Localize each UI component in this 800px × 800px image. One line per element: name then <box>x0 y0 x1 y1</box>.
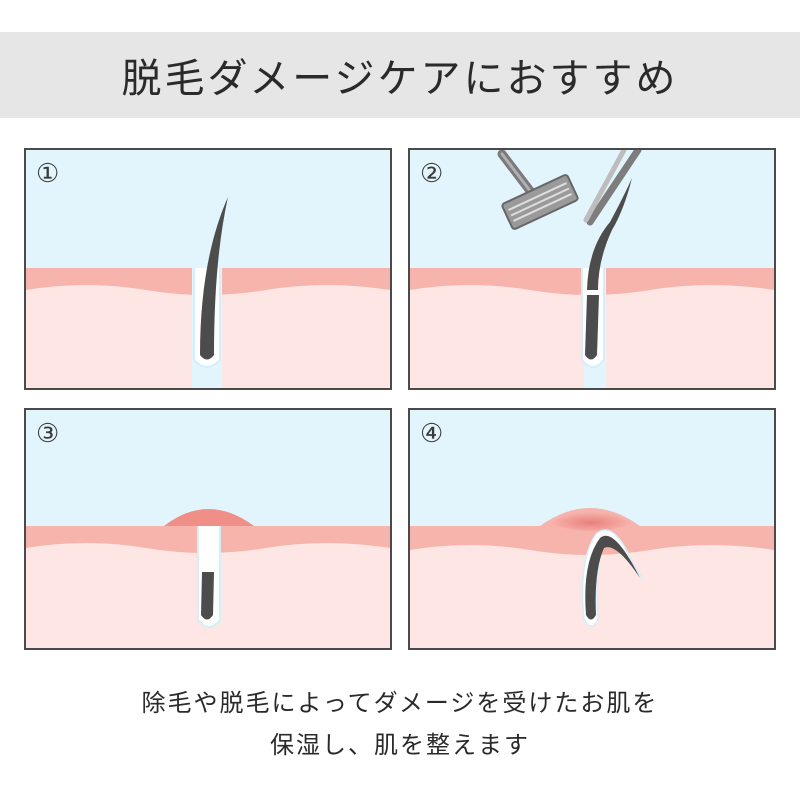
hair-strand <box>200 197 228 360</box>
panel-1-illustration: ① <box>26 159 390 388</box>
panel-1-healthy-hair: ① <box>24 148 392 390</box>
panel-number: ③ <box>36 419 59 449</box>
razor-icon <box>497 150 579 230</box>
caption-line-1: 除毛や脱毛によってダメージを受けたお肌を <box>141 689 659 717</box>
hair-root <box>201 572 214 620</box>
caption-line-2: 保湿し、肌を整えます <box>270 731 530 759</box>
title-banner: 脱毛ダメージケアにおすすめ <box>0 32 800 118</box>
epidermis-layer <box>410 508 774 555</box>
panel-number: ④ <box>420 419 443 449</box>
ingrown-hair <box>585 535 640 620</box>
tweezers-icon <box>583 150 642 226</box>
panel-2-illustration: ② <box>410 150 774 388</box>
panel-4-ingrown-hair: ④ <box>408 408 776 650</box>
hair-root <box>585 295 599 360</box>
panel-number: ① <box>36 159 59 189</box>
inflamed-bump <box>164 509 254 526</box>
panel-4-illustration: ④ <box>410 419 774 648</box>
panel-2-razor-tweezers: ② <box>408 148 776 390</box>
swelling <box>550 510 632 531</box>
panel-3-illustration: ③ <box>26 419 390 648</box>
caption: 除毛や脱毛によってダメージを受けたお肌を 保湿し、肌を整えます <box>0 682 800 766</box>
panel-3-inflammation: ③ <box>24 408 392 650</box>
panel-number: ② <box>420 159 443 189</box>
page-title: 脱毛ダメージケアにおすすめ <box>121 56 679 102</box>
hair-pulled <box>587 178 632 290</box>
